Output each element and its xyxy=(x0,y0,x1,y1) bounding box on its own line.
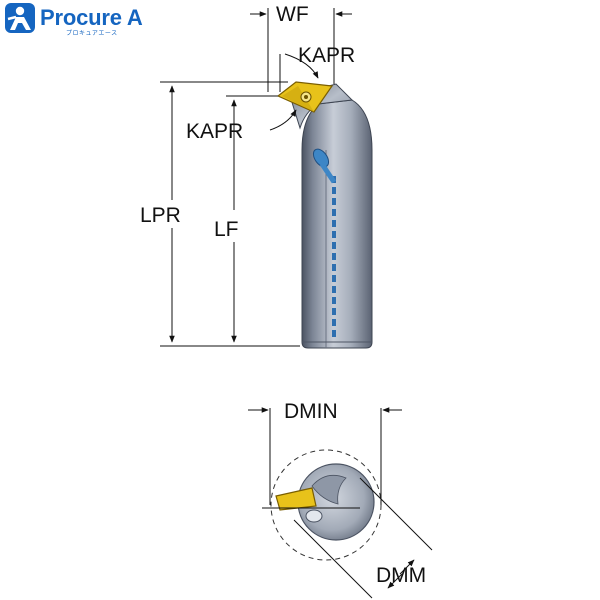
dmm-dimension: DMM xyxy=(293,477,433,599)
dmin-dimension: DMIN xyxy=(248,400,402,505)
dmm-label: DMM xyxy=(376,564,426,587)
kapr-side-label: KAPR xyxy=(186,120,243,143)
end-view xyxy=(262,449,382,561)
lf-label: LF xyxy=(214,218,239,241)
wf-dimension: WF xyxy=(250,3,352,92)
boring-bar-side-view xyxy=(276,81,373,349)
coolant-outlet xyxy=(312,148,330,168)
shank-body xyxy=(301,99,373,349)
cutting-insert xyxy=(276,81,334,113)
lpr-label: LPR xyxy=(140,204,181,227)
kapr-top-label: KAPR xyxy=(298,44,355,67)
logo-subtext: プロキュアエース xyxy=(66,30,118,37)
logo-text: Procure A xyxy=(40,5,143,30)
insert-end-view xyxy=(275,487,317,511)
wf-label: WF xyxy=(276,3,309,26)
procure-a-logo[interactable]: Procure A プロキュアエース xyxy=(4,2,143,37)
lpr-dimension: LPR xyxy=(140,81,300,347)
lf-dimension: LF xyxy=(214,95,278,343)
logo-person-icon xyxy=(5,3,35,33)
kapr-top-dimension: KAPR xyxy=(279,44,355,92)
kapr-side-dimension: KAPR xyxy=(186,109,297,143)
dmin-label: DMIN xyxy=(284,400,338,423)
